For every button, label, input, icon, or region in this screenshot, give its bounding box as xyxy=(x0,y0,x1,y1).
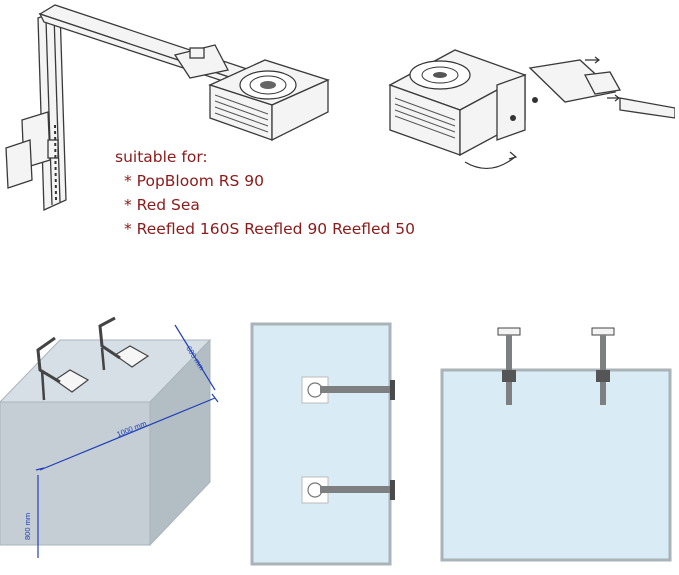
compatibility-item: * Reefled 160S Reefled 90 Reefled 50 xyxy=(124,220,416,238)
tank-side-view xyxy=(250,322,395,566)
compatibility-heading: suitable for: xyxy=(115,148,208,166)
compatibility-item: * Red Sea xyxy=(124,196,200,214)
mounting-arm-illustration xyxy=(5,4,330,211)
tank-dimension-diagram: 1000 mm 600 mm 800 mm xyxy=(0,316,219,558)
mount-exploded-view xyxy=(388,49,675,169)
compatibility-item: * PopBloom RS 90 xyxy=(124,172,264,190)
dimension-height: 800 mm xyxy=(23,513,32,540)
compatibility-list: suitable for: * PopBloom RS 90 * Red Sea… xyxy=(115,145,415,241)
tank-front-view xyxy=(440,327,672,562)
